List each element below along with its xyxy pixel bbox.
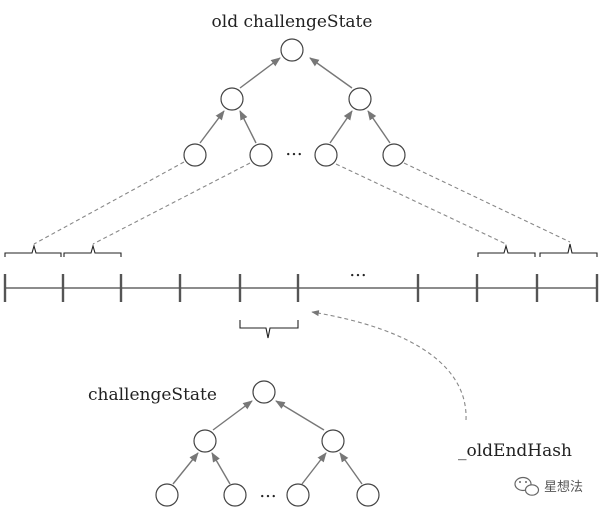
- bottom-right-node: [321, 429, 345, 453]
- top-leaf-2: [249, 143, 273, 167]
- bottom-edge-rr-r1: [339, 452, 363, 485]
- dashed-link-leaf1: [33, 161, 185, 245]
- watermark-text: 星想法: [544, 479, 583, 495]
- bottom-leaf-2: [223, 483, 247, 507]
- bottom-edge-r1-root: [275, 400, 325, 431]
- brace-segment-n2: [539, 243, 598, 257]
- upper-braces: [4, 243, 598, 257]
- top-left-node: [220, 87, 244, 111]
- old-end-hash-arrow: [311, 310, 467, 421]
- top-edge-l1-root: [239, 57, 281, 89]
- bottom-tree-edges: [172, 400, 363, 485]
- top-tree-ellipsis: ...: [285, 139, 302, 160]
- top-edge-ll-l1: [199, 110, 225, 144]
- bottom-edge-lr-l1: [211, 452, 231, 485]
- old-end-hash-label: _oldEndHash: [458, 441, 572, 461]
- bottom-leaf-4: [356, 483, 380, 507]
- top-edge-lr-l1: [239, 110, 257, 144]
- bottom-tree-title: challengeState: [88, 385, 217, 405]
- brace-current-segment: [239, 320, 299, 339]
- top-edge-rr-r1: [367, 110, 391, 144]
- brace-segment-2: [63, 243, 122, 257]
- brace-segment-n1: [477, 243, 536, 257]
- watermark: 星想法: [514, 476, 583, 496]
- dashed-link-leaf2: [92, 162, 251, 245]
- top-root-node: [280, 38, 304, 62]
- bottom-left-node: [193, 429, 217, 453]
- dashed-link-leaf3: [335, 163, 507, 245]
- bottom-tree-nodes: [155, 380, 380, 507]
- axis-ellipsis: ...: [349, 260, 366, 281]
- top-dashed-links: [33, 161, 571, 245]
- top-right-node: [348, 87, 372, 111]
- bottom-root-node: [252, 380, 276, 404]
- bottom-leaf-1: [155, 483, 179, 507]
- dashed-link-leaf4: [403, 162, 571, 243]
- top-tree-nodes: [183, 38, 406, 167]
- wechat-icon: [514, 476, 540, 496]
- top-leaf-4: [382, 143, 406, 167]
- top-leaf-3: [314, 143, 338, 167]
- brace-segment-1: [4, 243, 62, 257]
- bottom-edge-l1-root: [212, 400, 253, 431]
- top-tree-title: old challengeState: [212, 12, 373, 32]
- bottom-leaf-3: [286, 483, 310, 507]
- top-tree-edges: [199, 57, 391, 144]
- top-leaf-1: [183, 143, 207, 167]
- bottom-tree-ellipsis: ...: [259, 481, 276, 502]
- top-edge-rl-r1: [329, 110, 353, 144]
- top-edge-r1-root: [309, 57, 353, 89]
- bottom-edge-rl-r1: [301, 452, 327, 485]
- segment-axis: [3, 274, 599, 302]
- bottom-edge-ll-l1: [172, 452, 199, 485]
